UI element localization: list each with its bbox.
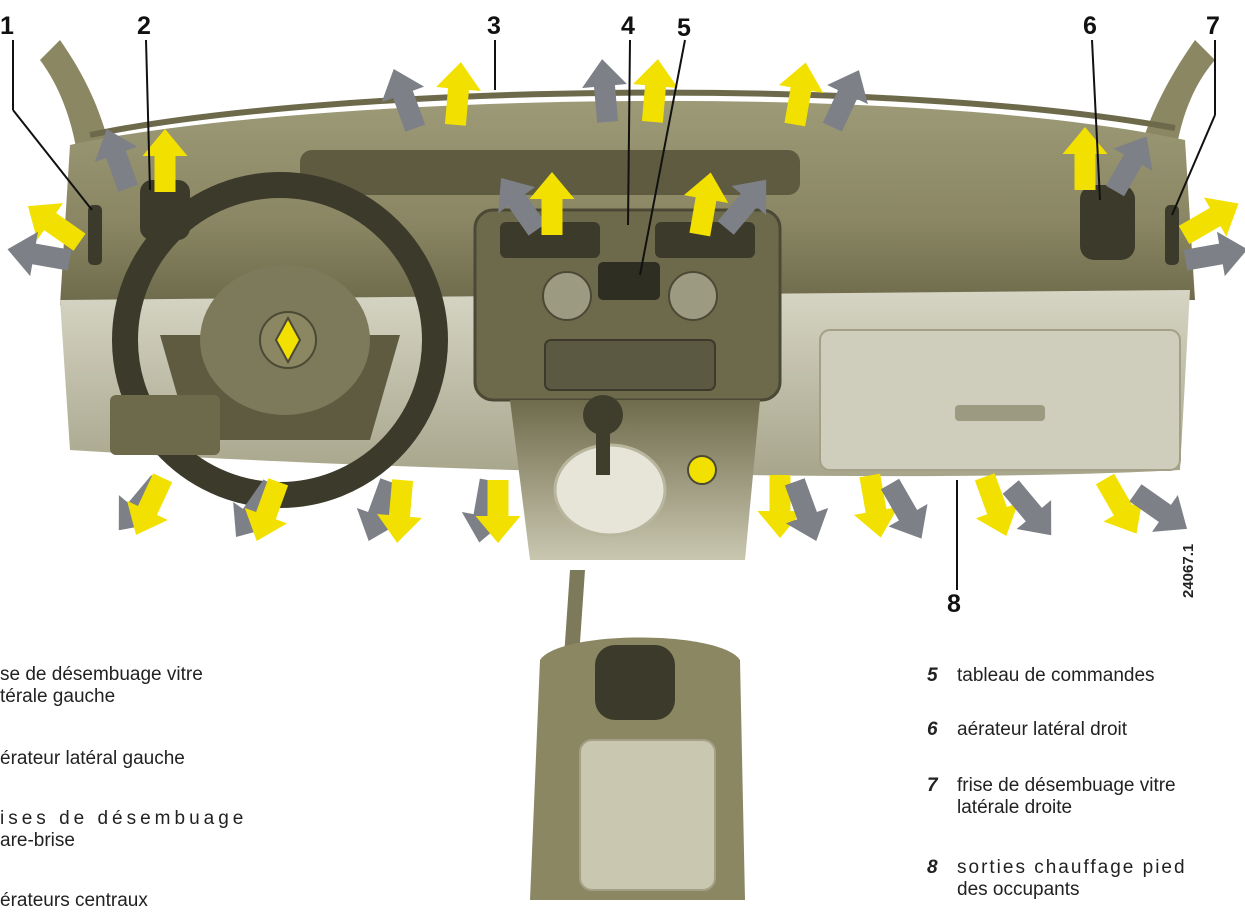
legend-text-line-2: latérale droite <box>957 797 1073 818</box>
right-side-vent <box>1080 185 1135 260</box>
warm-air-arrow <box>127 473 173 535</box>
warm-air-arrow <box>1095 473 1143 534</box>
legend-left-item-1: se de désembuage vitre térale gauche <box>0 664 203 708</box>
cool-air-arrow <box>822 70 868 132</box>
warm-air-arrow <box>778 62 824 127</box>
cool-air-arrow <box>582 59 627 123</box>
legend-text-line-2: des occupants <box>957 879 1080 900</box>
glovebox-handle <box>955 405 1045 421</box>
legend-left-1-line-2: térale gauche <box>0 686 116 707</box>
cool-air-arrow <box>381 68 426 132</box>
left-switch-panel <box>110 395 220 455</box>
cool-air-arrow <box>784 478 829 542</box>
warm-air-arrow <box>436 62 481 126</box>
storage-tray <box>579 739 716 891</box>
renault-logo <box>274 315 302 365</box>
cool-air-arrow <box>1183 231 1245 277</box>
legend-number: 6 <box>927 719 938 740</box>
line-4 <box>627 39 631 226</box>
callout-6: 6 <box>1083 12 1097 40</box>
radio <box>544 339 716 391</box>
legend-left-item-3: ises de désembuage are-brise <box>0 808 247 852</box>
legend-text-line-1: frise de désembuage vitre <box>957 775 1176 796</box>
line-1b <box>12 109 93 211</box>
legend-number: 8 <box>927 857 938 878</box>
legend-text-line-1: sorties chauffage pied <box>957 857 1187 878</box>
cool-air-arrow <box>94 128 139 192</box>
warm-air-arrow <box>27 203 86 251</box>
airflow-arrows <box>7 59 1245 543</box>
line-7b <box>1171 114 1216 216</box>
right-frise <box>1165 205 1179 265</box>
legend-left-2-line-1: érateur latéral gauche <box>0 748 185 769</box>
centre-vent-left <box>500 222 600 258</box>
cool-air-arrow <box>880 478 928 539</box>
legend-number: 5 <box>927 665 938 686</box>
right-knob <box>668 271 718 321</box>
legend-left-3-line-1: ises de désembuage <box>0 808 248 829</box>
cool-air-arrow <box>7 231 72 277</box>
legend-number: 7 <box>927 775 938 796</box>
left-frise <box>88 205 102 265</box>
callout-1: 1 <box>0 12 14 40</box>
left-knob <box>542 271 592 321</box>
hazard-button <box>687 455 717 485</box>
warm-air-arrow <box>853 473 899 538</box>
line-6 <box>1091 39 1101 201</box>
legend-left-3-line-2: are-brise <box>0 830 75 851</box>
warm-air-arrow <box>529 172 575 235</box>
legend-right-item-5: 5 tableau de commandes <box>927 665 1245 687</box>
legend-left-item-2: érateur latéral gauche <box>0 748 185 770</box>
callout-7: 7 <box>1206 12 1220 40</box>
legend-left-1-line-1: se de désembuage vitre <box>0 664 203 685</box>
glovebox <box>819 329 1181 471</box>
callout-lines <box>12 39 1216 590</box>
warm-air-arrow <box>377 479 422 543</box>
line-5 <box>639 39 686 276</box>
gear-knob <box>583 395 623 435</box>
warm-air-arrow <box>633 59 678 123</box>
callout-8: 8 <box>947 590 961 618</box>
cool-air-arrow <box>717 179 767 235</box>
callout-3: 3 <box>487 12 501 40</box>
legend-text: aérateur latéral droit <box>957 719 1128 740</box>
cool-air-arrow <box>1105 136 1153 197</box>
warm-air-arrow <box>1178 197 1239 245</box>
legend-right-item-6: 6 aérateur latéral droit <box>927 719 1245 741</box>
cool-air-arrow <box>1002 480 1052 536</box>
line-2 <box>145 39 151 191</box>
legend-left-item-4: érateurs centraux <box>0 890 148 912</box>
warm-air-arrow <box>142 129 188 192</box>
legend-left-4-line-1: érateurs centraux <box>0 890 148 911</box>
cool-air-arrow <box>1129 484 1188 532</box>
callout-4: 4 <box>621 12 635 40</box>
cup-holder <box>595 645 675 720</box>
instrument-cluster <box>300 150 800 195</box>
callout-2: 2 <box>137 12 151 40</box>
warm-air-arrow <box>244 478 289 542</box>
callout-5: 5 <box>677 14 691 42</box>
reference-number: 24067.1 <box>1180 543 1197 598</box>
warm-air-arrow <box>475 480 521 543</box>
cool-air-arrow <box>498 177 546 236</box>
control-display <box>598 262 660 300</box>
warm-air-arrow <box>683 172 729 237</box>
warm-air-arrow <box>974 473 1019 537</box>
legend-text: tableau de commandes <box>957 665 1155 686</box>
